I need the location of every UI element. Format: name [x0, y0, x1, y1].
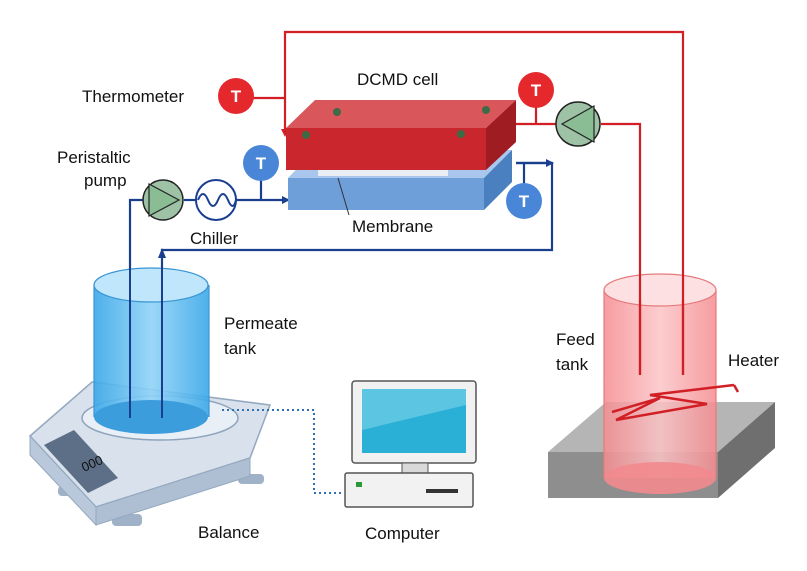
permeate-tank	[93, 267, 210, 434]
feed-tank-label: tank	[556, 355, 589, 374]
heat-exchanger-icon	[197, 193, 237, 207]
membrane-sheet	[318, 170, 448, 176]
feed-label: Feed	[556, 330, 595, 349]
thermometer-cold-outlet: T	[506, 183, 542, 219]
permeate-label: Permeate	[224, 314, 298, 333]
balance-label: Balance	[198, 523, 259, 542]
thermometer-icon: T	[531, 81, 542, 100]
dcmd-cell	[286, 100, 516, 210]
cold-pump	[142, 179, 184, 221]
thermometer-icon: T	[519, 192, 530, 211]
hot-pump	[555, 101, 601, 147]
permeate-tank-label: tank	[224, 339, 257, 358]
thermometer-hot-inlet: T	[218, 78, 254, 114]
data-link	[222, 409, 343, 494]
feed-tank	[603, 273, 717, 494]
hot-circuit	[253, 30, 685, 375]
membrane-pointer	[337, 177, 350, 216]
heater-lead	[732, 384, 740, 393]
chiller-label: Chiller	[190, 229, 239, 248]
thermometer-cold-inlet: T	[243, 145, 279, 181]
pump-icon	[148, 183, 181, 217]
computer-label: Computer	[365, 524, 440, 543]
thermometer-icon: T	[231, 87, 242, 106]
thermometer-label: Thermometer	[82, 87, 184, 106]
heater-coil	[611, 383, 735, 422]
flow-arrow	[158, 248, 166, 258]
heater-label: Heater	[728, 351, 779, 370]
dcmd-cell-label: DCMD cell	[357, 70, 438, 89]
thermometer-hot-outlet: T	[518, 72, 554, 108]
membrane-label: Membrane	[352, 217, 433, 236]
pump-icon	[560, 104, 595, 144]
peristaltic-label: Peristaltic	[57, 148, 131, 167]
computer-icon	[344, 380, 477, 508]
pump-label: pump	[84, 171, 127, 190]
thermometer-icon: T	[256, 154, 267, 173]
chiller-unit	[195, 179, 237, 221]
